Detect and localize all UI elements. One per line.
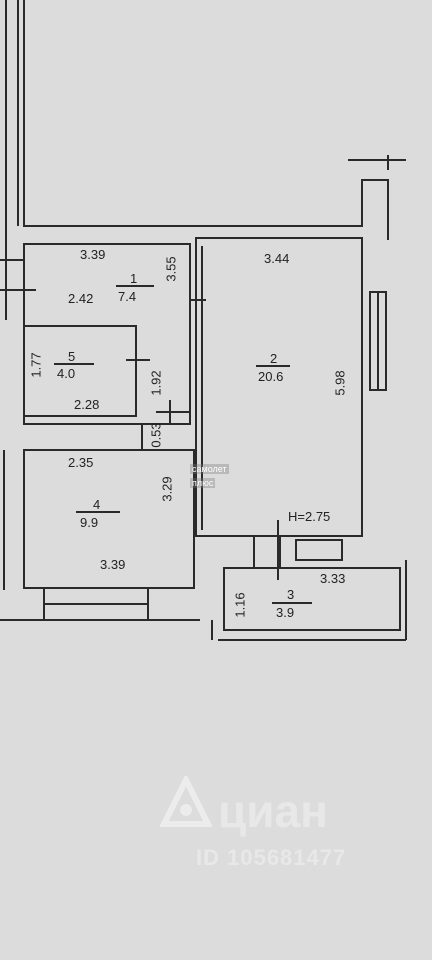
room-3-walls [223,567,401,631]
brand-watermark-small-sub: плюс [190,478,216,488]
dim-r2-top: 3.44 [264,251,290,266]
room-5-area: 4.0 [57,366,76,381]
room-4-number: 4 [93,497,101,512]
room-2-area: 20.6 [258,369,284,384]
dim-r4-side: 3.29 [159,476,175,502]
dim-r2-side: 5.98 [332,370,348,396]
dim-r4-top: 2.35 [68,455,94,470]
room-4-area: 9.9 [80,515,99,530]
room-5-walls [23,325,137,417]
room-3-number: 3 [287,587,295,602]
dim-r4-bottom: 3.39 [100,557,126,572]
brand-watermark: циан [218,785,328,837]
room-5-number: 5 [68,349,76,364]
dim-r1-side: 3.55 [163,256,179,282]
listing-id-watermark: ID 105681477 [196,845,347,870]
room-3-area: 3.9 [276,605,295,620]
dim-corridor-a: 1.92 [148,370,164,396]
room-2-number: 2 [270,351,278,366]
brand-watermark-small: самолет [190,464,229,474]
dim-corridor-b: 0.53 [148,422,164,448]
upper-wall [23,0,389,240]
dim-r3-side: 1.16 [232,592,248,618]
room-1-area: 7.4 [118,289,137,304]
room-1-number: 1 [130,271,138,286]
dim-r1-top: 3.39 [80,247,106,262]
dim-r1-inner: 2.42 [68,291,94,306]
dim-r3-top: 3.33 [320,571,346,586]
dim-r5-side: 1.77 [28,352,44,378]
dim-r5-bottom: 2.28 [74,397,100,412]
dim-r2-height: H=2.75 [288,509,331,524]
cian-logo-icon [159,773,213,836]
